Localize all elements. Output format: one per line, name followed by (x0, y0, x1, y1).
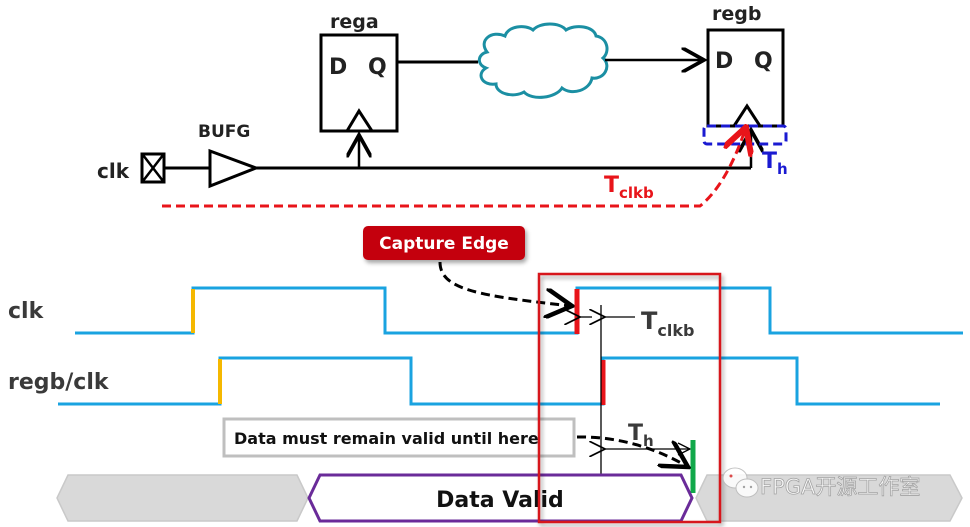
clk-port-label: clk (97, 159, 130, 183)
tclkb-schematic-label: Tclkb (604, 173, 654, 202)
clk-port-icon (140, 152, 166, 184)
watermark: FPGA开源工作室 (722, 467, 921, 499)
regb-q-pin: Q (754, 49, 773, 74)
rega-label: rega (330, 11, 379, 33)
buffer-icon (208, 148, 261, 189)
regb-clk-waveform (58, 356, 940, 406)
clk-waveform (75, 286, 963, 335)
note-pointer (576, 435, 688, 467)
regb-label: regb (712, 3, 761, 25)
rega-d-pin: D (329, 55, 347, 80)
data-valid-label: Data Valid (436, 488, 564, 513)
clk-signal-label: clk (8, 299, 45, 324)
wechat-icon (722, 467, 759, 498)
bufg-label: BUFG (198, 122, 250, 142)
hold-window-box (702, 124, 788, 146)
rega-flipflop (319, 33, 399, 133)
rega-q-pin: Q (368, 55, 387, 80)
regb-d-pin: D (715, 49, 733, 74)
regb-clk-signal-label: regb/clk (8, 370, 110, 395)
data-invalid-before (56, 474, 309, 522)
tclkb-timing-label: Tclkb (641, 307, 694, 340)
watermark-text: FPGA开源工作室 (760, 475, 920, 499)
capture-edge-label: Capture Edge (379, 234, 509, 254)
th-schematic-label: Th (762, 149, 788, 178)
waveforms: Capture Edge clk regb/clk Tclkb Th Data … (8, 226, 963, 524)
regb-clock-triangle-icon (732, 103, 762, 127)
combinational-logic-cloud-icon (477, 22, 609, 99)
clock-delay-path (162, 130, 745, 208)
note-box (222, 417, 576, 458)
rega-clock-triangle-icon (345, 108, 374, 132)
regb-flipflop (706, 28, 785, 128)
capture-edge-pointer (438, 261, 572, 306)
capture-highlight-box (537, 272, 722, 524)
th-timing-label: Th (628, 421, 654, 450)
schematic: clk BUFG rega D Q regb D Q Th (97, 3, 788, 208)
capture-edge-callout: Capture Edge (363, 226, 525, 260)
note-text: Data must remain valid until here (234, 429, 539, 448)
data-invalid-after (695, 474, 963, 522)
